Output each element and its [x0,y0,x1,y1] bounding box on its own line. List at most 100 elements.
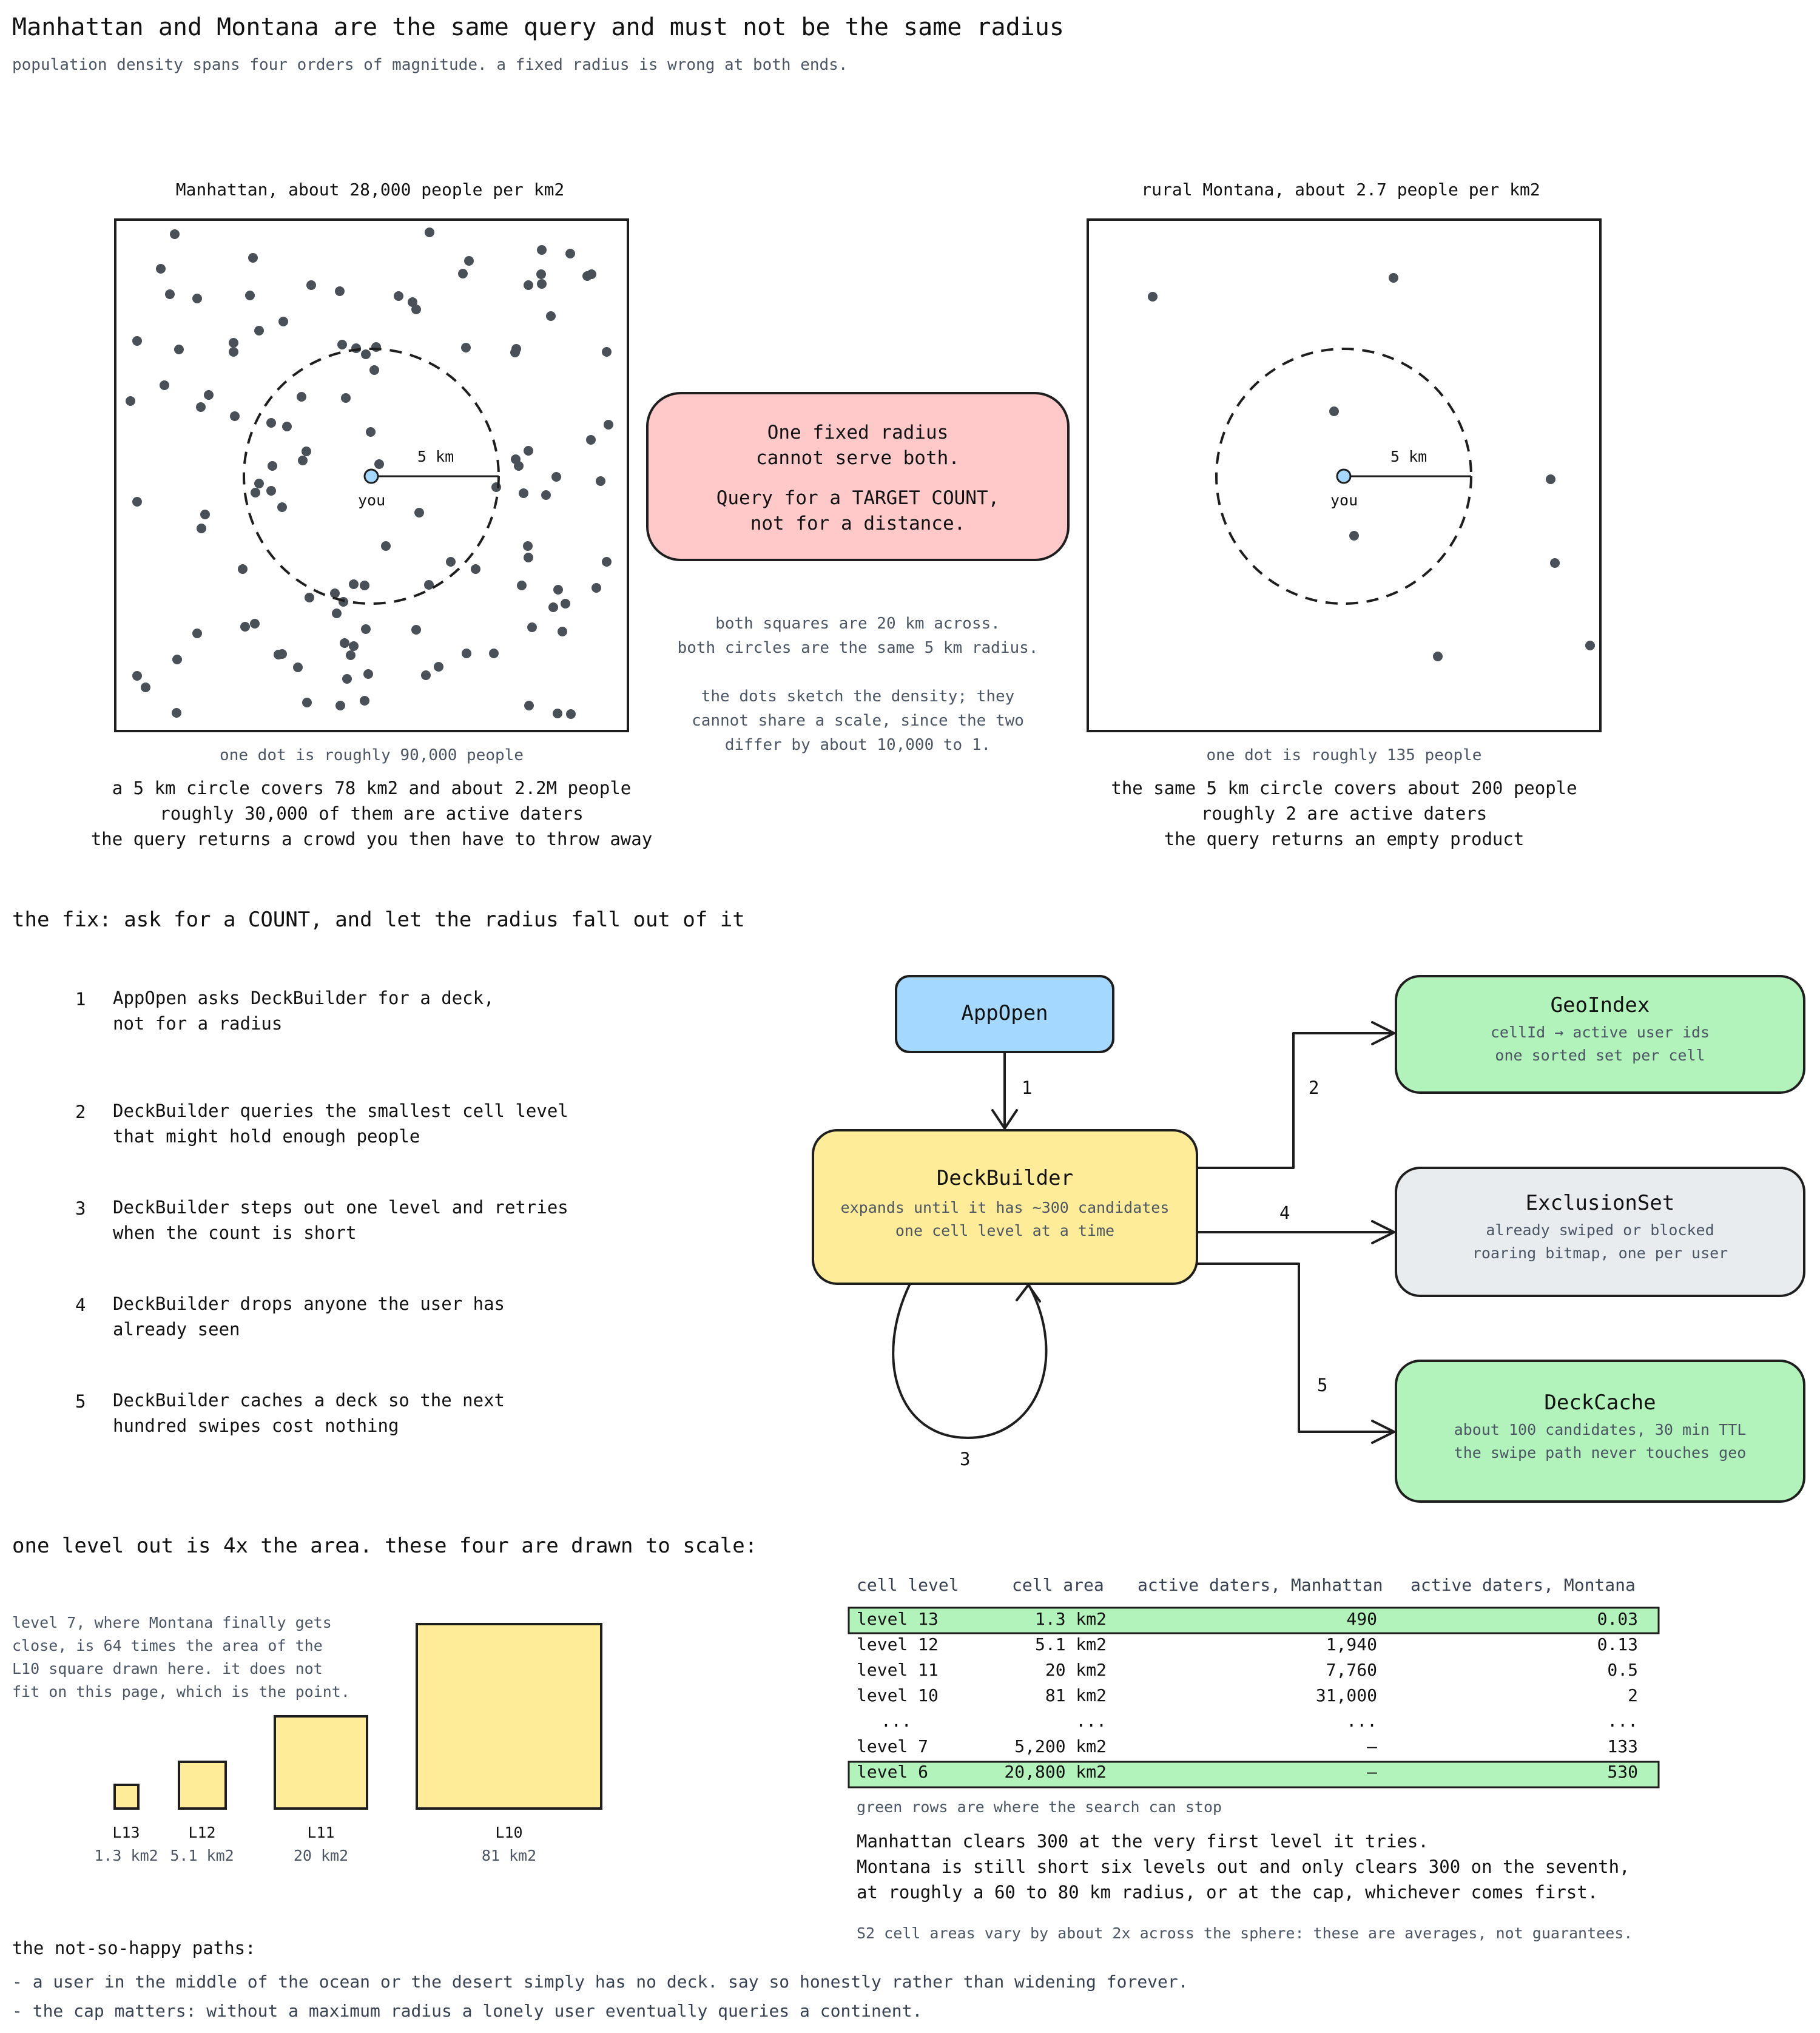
node-sub-line: roaring bitmap, one per user [1472,1244,1728,1262]
table-cell: ... [881,1711,912,1731]
density-dot [282,422,292,431]
density-dot [414,508,424,518]
paths-item: - a user in the middle of the ocean or t… [12,1972,1188,1992]
table-row: ............ [857,1711,1651,1735]
summary-line: at roughly a 60 to 80 km radius, or at t… [857,1882,1599,1903]
note-line: fit on this page, which is the point. [12,1683,350,1701]
manhattan-you-marker [363,468,379,484]
density-dot [582,271,592,281]
table-cell: – [1367,1762,1377,1782]
density-dot [337,340,347,349]
scale-note: level 7, where Montana finally gets clos… [12,1611,350,1704]
step-number: 5 [75,1391,86,1412]
table-header: cell level [857,1575,959,1595]
edge-1-arrowhead [991,1109,1018,1130]
montana-summary: the same 5 km circle covers about 200 pe… [1057,775,1631,852]
note-line: both circles are the same 5 km radius. [677,639,1039,657]
density-dot [229,338,238,348]
density-dot [527,622,537,632]
density-dot [464,256,474,266]
density-dot [514,461,524,471]
density-dot [471,564,480,574]
density-dot [517,581,527,590]
geoindex-node [1395,975,1805,1094]
density-dot [541,490,551,500]
square-l12 [178,1761,227,1810]
table-cell: 31,000 [1315,1685,1377,1705]
step-number: 4 [75,1295,86,1315]
density-dot [523,541,533,551]
edge-label-3: 3 [960,1449,971,1469]
density-dot [565,249,575,258]
density-dot [604,420,613,430]
density-dot [266,486,276,496]
density-dot [335,701,345,710]
table-cell: level 6 [857,1762,929,1782]
edge-4-arrowhead [1371,1220,1395,1244]
edge-2-arrowhead [1371,1021,1395,1045]
density-dot [553,709,562,718]
manhattan-summary: a 5 km circle covers 78 km2 and about 2.… [55,775,689,852]
density-dot [551,472,561,482]
density-dot [277,502,287,512]
density-dot [346,650,356,660]
density-dot [248,253,258,263]
density-dot [172,708,181,718]
square-l10 [416,1623,602,1810]
edge-label-2: 2 [1309,1077,1320,1098]
density-dot [268,461,277,471]
node-sub-line: expands until it has ~300 candidates [840,1199,1170,1216]
table-cell: level 10 [857,1685,939,1705]
step-line: DeckBuilder steps out one level and retr… [113,1197,568,1218]
density-dot [408,297,417,307]
callout-text: One fixed radius cannot serve both. Quer… [647,420,1068,536]
density-dot [335,286,345,296]
edge-3-arrowhead [1016,1284,1041,1303]
density-dot [462,649,471,658]
density-dot [511,344,521,354]
density-dot [245,291,255,300]
density-dot [204,390,214,400]
callout-line: cannot serve both. [756,447,960,469]
density-dot [489,649,499,658]
density-dot [586,435,596,445]
density-dot [156,264,166,274]
density-dot [306,280,316,290]
edge-5-arrowhead [1371,1420,1395,1444]
density-dot [238,564,248,574]
callout-line: not for a distance. [750,513,966,534]
note-line [647,660,1068,684]
table-cell: 2 [1628,1685,1638,1705]
square-label: L10 [495,1824,523,1841]
density-dot [349,579,359,589]
square-caption-l10: L10 81 km2 [473,1821,545,1867]
table-legend: green rows are where the search can stop [857,1798,1222,1816]
density-dot [240,622,250,632]
density-dot [196,402,206,412]
square-caption-l13: L13 1.3 km2 [90,1821,163,1867]
table-header: active daters, Montana [1410,1575,1636,1595]
table-cell: 0.03 [1597,1609,1638,1629]
table-highlight-level6 [848,1761,1660,1789]
density-dot [297,392,306,402]
deckbuilder-label: DeckBuilder [936,1166,1074,1190]
density-dot [251,488,260,497]
deckcache-label: DeckCache [1544,1391,1656,1415]
step-line: not for a radius [113,1013,283,1034]
density-dot [254,326,264,335]
density-dot [230,411,240,421]
density-dot [170,229,180,239]
step-text: DeckBuilder steps out one level and retr… [113,1195,568,1246]
montana-dot-caption: one dot is roughly 135 people [1206,746,1482,764]
density-dot [1550,558,1560,568]
density-dot [302,447,311,456]
table-cell: ... [1607,1711,1638,1731]
density-dot [200,510,210,519]
density-dot [381,541,391,551]
density-dot [537,245,547,255]
page-subtitle: population density spans four orders of … [12,56,848,74]
density-dot [558,627,567,636]
step-text: AppOpen asks DeckBuilder for a deck,not … [113,985,494,1036]
